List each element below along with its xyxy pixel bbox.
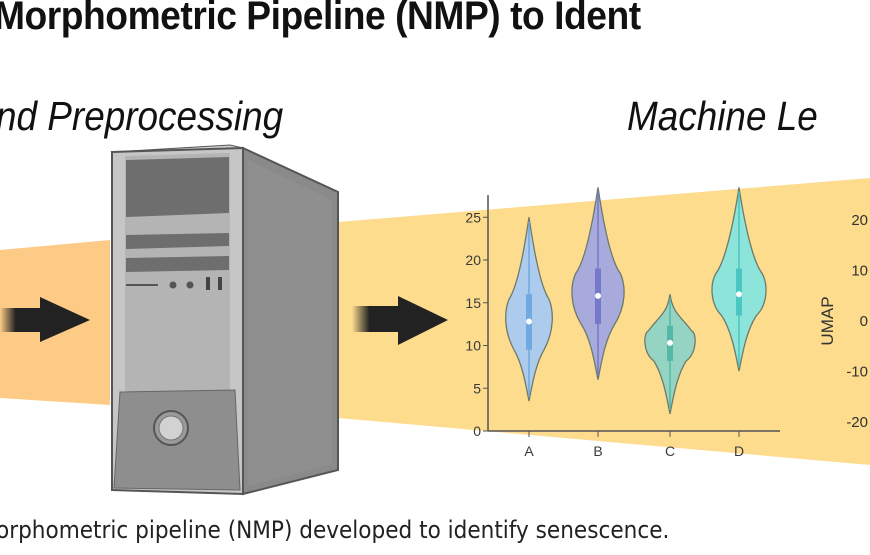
figure-caption: orphometric pipeline (NMP) developed to …	[0, 516, 670, 544]
umap-tick-label: 10	[851, 263, 868, 280]
page-title: Morphometric Pipeline (NMP) to Ident	[0, 0, 641, 38]
stage-label-preprocessing: nd Preprocessing	[0, 93, 284, 139]
right-arrow-icon	[352, 296, 448, 345]
median-dot-D	[736, 291, 742, 298]
umap-axis-label: UMAP	[818, 296, 837, 345]
y-tick-label: 25	[465, 209, 481, 225]
right-arrow-icon	[0, 297, 90, 342]
violin-chart: 0 5 10 15 20 25A B C D	[465, 187, 780, 459]
x-tick-label: A	[524, 443, 534, 459]
y-tick-label: 15	[465, 295, 481, 311]
x-tick-label: B	[593, 443, 602, 459]
y-tick-label: 0	[473, 423, 481, 439]
umap-tick-label: 0	[860, 313, 868, 330]
y-tick-label: 10	[465, 338, 481, 354]
y-tick-label: 5	[473, 380, 481, 396]
umap-tick-label: -20	[846, 414, 868, 431]
median-dot-A	[526, 318, 532, 325]
median-dot-C	[667, 339, 673, 346]
computer-tower-icon	[110, 144, 339, 496]
median-dot-B	[595, 292, 601, 299]
umap-tick-label: -10	[846, 364, 868, 381]
stage-label-machine-learning: Machine Le	[627, 93, 818, 139]
y-tick-label: 20	[465, 252, 481, 268]
x-tick-label: C	[665, 443, 675, 459]
umap-tick-label: 20	[851, 212, 868, 229]
x-tick-label: D	[734, 443, 744, 459]
umap-axis: 20 10 0 -10 -20 UMAP	[818, 212, 868, 431]
